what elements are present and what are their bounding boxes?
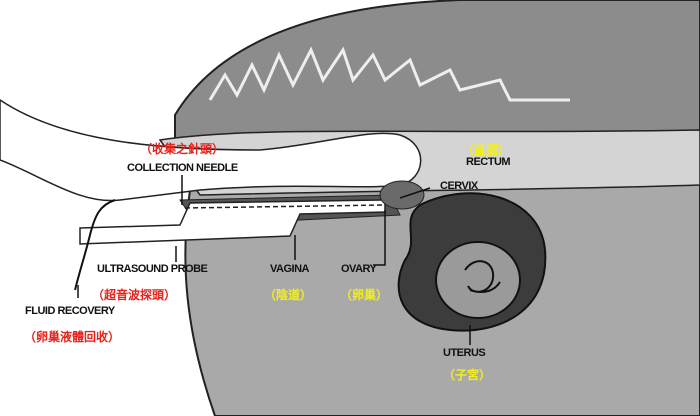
fetus-sac [435,241,521,319]
arm [0,99,422,202]
spine-region [174,0,700,141]
rectum-label: RECTUM [466,156,511,168]
collection-needle [184,204,386,209]
vagina-zh: （陰道） [264,288,313,302]
ultrasound-probe-label: ULTRASOUND PROBE [97,263,208,275]
ovary-zh: （卵巢） [340,288,389,302]
ovary-label: OVARY [341,263,377,275]
vertebrae [208,46,570,102]
cervix-label: CERVIX [440,180,478,192]
uterus-label: UTERUS [443,347,486,359]
pointer-lines [77,175,471,345]
rectum-zh: （直腸） [462,143,511,157]
uterus-zh: （子宮） [443,368,492,382]
ultrasound-probe-zh: （超音波探頭） [92,288,177,302]
collection-needle-zh: （收集之針頭） [140,142,225,156]
fetus [464,260,501,293]
fluid-tube [74,199,116,291]
collection-needle-label: COLLECTION NEEDLE [127,162,238,174]
fluid-recovery-label: FLUID RECOVERY [25,305,115,317]
fluid-recovery-zh: （卵巢液體回收） [24,330,121,344]
vagina-label: VAGINA [270,263,309,275]
ovary [379,180,425,210]
